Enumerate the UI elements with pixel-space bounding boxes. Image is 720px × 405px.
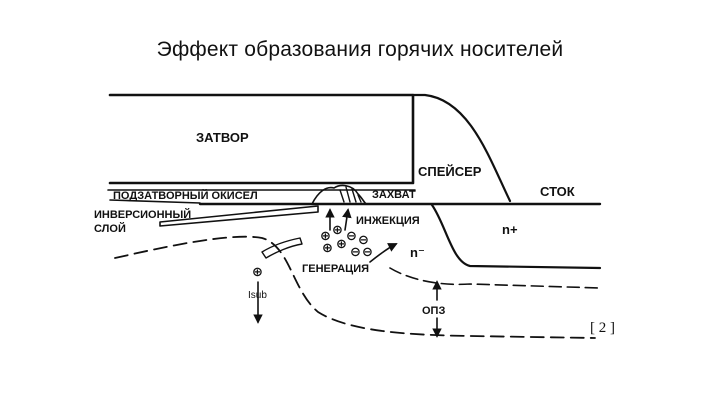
slide-title: Эффект образования горячих носителей — [156, 38, 564, 61]
inversion-layer-label-1: ИНВЕРСИОННЫЙ — [94, 208, 191, 221]
electron-symbol-3: ⊖ — [350, 244, 361, 259]
hole-drift-channel — [261, 237, 303, 259]
space-charge-region-label: ОПЗ — [422, 305, 445, 317]
gate-oxide-label: ПОДЗАТВОРНЫЙ ОКИСЕЛ — [113, 189, 258, 202]
inversion-layer-label-2: СЛОЙ — [94, 222, 126, 235]
drain-junction-outline — [430, 203, 602, 270]
electron-symbol-2: ⊖ — [358, 232, 369, 247]
inversion-layer-wedge — [159, 205, 319, 227]
injection-label: ИНЖЕКЦИЯ — [356, 215, 420, 227]
hole-symbol-1: ⊕ — [320, 228, 331, 243]
n-plus-label: n+ — [502, 222, 518, 237]
capture-hatch — [339, 186, 362, 203]
capture-label: ЗАХВАТ — [372, 189, 416, 201]
drain-dashed-boundary — [389, 267, 601, 289]
drain-label: СТОК — [540, 184, 575, 199]
depletion-dashed-boundary — [114, 235, 596, 339]
hole-symbol-2: ⊕ — [332, 222, 343, 237]
hole-symbol-4: ⊕ — [336, 236, 347, 251]
n-minus-label: n⁻ — [410, 245, 425, 260]
generation-label: ГЕНЕРАЦИЯ — [302, 263, 369, 275]
capture-hump — [311, 184, 367, 205]
spacer-outline — [411, 93, 512, 203]
generation-arrow — [369, 243, 398, 263]
hole-symbol-substrate: ⊕ — [252, 264, 263, 279]
gate-outline — [108, 93, 415, 185]
spacer-label: СПЕЙСЕР — [418, 164, 482, 179]
oxide-left-line — [109, 199, 201, 204]
substrate-current-label: Isub — [248, 290, 267, 301]
electron-symbol-1: ⊖ — [346, 228, 357, 243]
gate-label: ЗАТВОР — [196, 130, 249, 145]
hole-symbol-3: ⊕ — [322, 240, 333, 255]
electron-symbol-4: ⊖ — [362, 244, 373, 259]
injection-arrow-2 — [342, 208, 352, 231]
reference-label: [ 2 ] — [590, 320, 615, 336]
